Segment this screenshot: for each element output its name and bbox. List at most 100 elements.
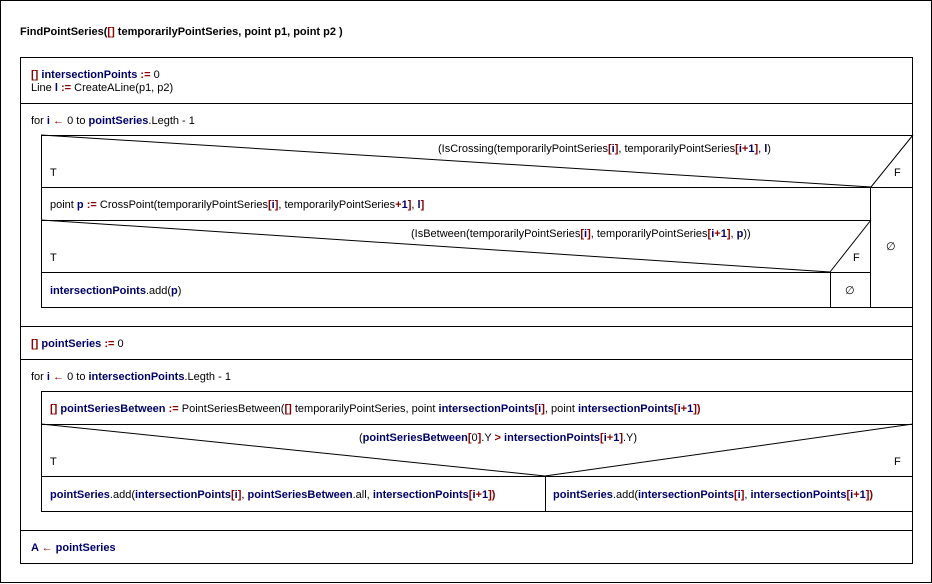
point-series-between-text: [] pointSeriesBetween := PointSeriesBetw…: [50, 403, 701, 416]
plus-op: +: [606, 432, 614, 444]
bracket: ]: [587, 228, 591, 240]
cond-text: .Y): [622, 432, 638, 444]
if-2-right-diagonal: [829, 219, 872, 273]
type-keyword: point: [50, 199, 77, 211]
if-3-left-diagonal: [40, 423, 546, 477]
assign-op: :=: [83, 199, 97, 211]
bracket: ]: [619, 432, 623, 444]
array-bracket: []: [31, 69, 39, 81]
bracket: [: [673, 403, 678, 415]
var-point-series-between: pointSeriesBetween: [362, 432, 468, 444]
create-a-line-call: CreateALine(p1, p2): [71, 82, 174, 94]
bracket: ]: [237, 489, 242, 501]
assign-op: :=: [57, 82, 72, 94]
range-tail: .Legth - 1: [148, 115, 195, 127]
array-bracket: []: [50, 403, 58, 415]
literal-one: 1: [859, 489, 866, 501]
if-3-false-label: F: [894, 456, 901, 468]
bracket: [: [267, 199, 272, 211]
bracket: ]: [477, 432, 482, 444]
result-block: [20, 530, 913, 564]
result-text: A ← pointSeries: [31, 542, 116, 555]
bracket: [: [846, 489, 851, 501]
bracket: ]: [541, 403, 545, 415]
bracket: ]: [407, 199, 412, 211]
bracket: ]: [274, 199, 279, 211]
var-point-series: pointSeries: [50, 489, 110, 501]
literal-one: 1: [401, 199, 408, 211]
var-p: p: [76, 199, 84, 211]
bracket: ]: [726, 228, 731, 240]
bracket: [: [607, 143, 612, 155]
var-intersection-points: intersectionPoints: [438, 403, 535, 415]
var-i: i: [271, 199, 275, 211]
add-call: .add(: [145, 285, 172, 297]
range-tail: .Legth - 1: [184, 371, 231, 383]
cond-text: (: [359, 432, 363, 444]
assign-op: :=: [165, 403, 179, 415]
var-i: i: [737, 489, 741, 501]
bracket: [: [707, 228, 712, 240]
add-call: ): [177, 285, 182, 297]
array-bracket: []: [107, 26, 115, 38]
bracket: ]: [754, 143, 759, 155]
cond-text: .Y: [481, 432, 495, 444]
literal-zero: 0: [471, 432, 478, 444]
bracket: [: [467, 432, 472, 444]
var-point-series: pointSeries: [52, 542, 116, 554]
literal-one: 1: [720, 228, 727, 240]
if-1-condition-text: (IsCrossing(temporarilyPointSeries[i], t…: [438, 143, 771, 156]
var-i: i: [611, 143, 615, 155]
bracket: [: [733, 489, 738, 501]
init-value: 0: [150, 69, 160, 81]
range-text: 0 to: [64, 115, 89, 127]
init-line-1: [] intersectionPoints := 0: [31, 69, 160, 82]
bracket: [: [468, 489, 473, 501]
branch-false-text: pointSeries.add(intersectionPoints[i], i…: [553, 489, 873, 502]
assign-op: :=: [137, 69, 151, 81]
range-text: 0 to: [64, 371, 89, 383]
point-assign-text: point p := CrossPoint(temporarilyPointSe…: [50, 199, 424, 212]
if-3-condition-text: (pointSeriesBetween[0].Y > intersectionP…: [359, 432, 637, 445]
add-call: ,: [744, 489, 751, 501]
cross-point-call: CrossPoint(temporarilyPointSeries: [96, 199, 268, 211]
add-call: .add(: [109, 489, 135, 501]
bracket: ]: [740, 489, 745, 501]
bracket: [: [580, 228, 585, 240]
if-2-left-diagonal: [40, 219, 831, 273]
array-bracket: []: [284, 403, 292, 415]
if-3-true-label: T: [50, 456, 57, 468]
var-a: A: [31, 542, 39, 554]
plus-op: +: [680, 403, 688, 415]
cond-text: ,: [730, 228, 737, 240]
bracket: ]: [614, 143, 619, 155]
var-l: l: [764, 143, 768, 155]
var-point-series: pointSeries: [88, 115, 149, 127]
var-i: i: [603, 432, 607, 444]
if-3-right-diagonal: [544, 423, 914, 477]
gt-op: >: [494, 432, 501, 444]
cond-text: ): [767, 143, 771, 155]
var-p: p: [171, 285, 178, 297]
var-intersection-points: intersectionPoints: [372, 489, 469, 501]
var-point-series: pointSeries: [38, 338, 102, 350]
cond-text: ,: [758, 143, 765, 155]
var-p: p: [736, 228, 744, 240]
type-keyword: Line: [31, 82, 55, 94]
var-i: i: [538, 403, 542, 415]
bracket: ]): [488, 489, 496, 501]
empty-set-icon: ∅: [886, 241, 896, 253]
for-keyword: for: [31, 115, 47, 127]
cond-text: , temporarilyPointSeries: [590, 228, 708, 240]
var-point-series-between: pointSeriesBetween: [57, 403, 166, 415]
plus-op: +: [395, 199, 402, 211]
var-i: i: [711, 228, 715, 240]
plus-op: +: [741, 143, 749, 155]
init-line-2: Line l := CreateALine(p1, p2): [31, 82, 173, 95]
plus-op: +: [714, 228, 721, 240]
var-i: i: [850, 489, 854, 501]
var-l: l: [417, 199, 421, 211]
